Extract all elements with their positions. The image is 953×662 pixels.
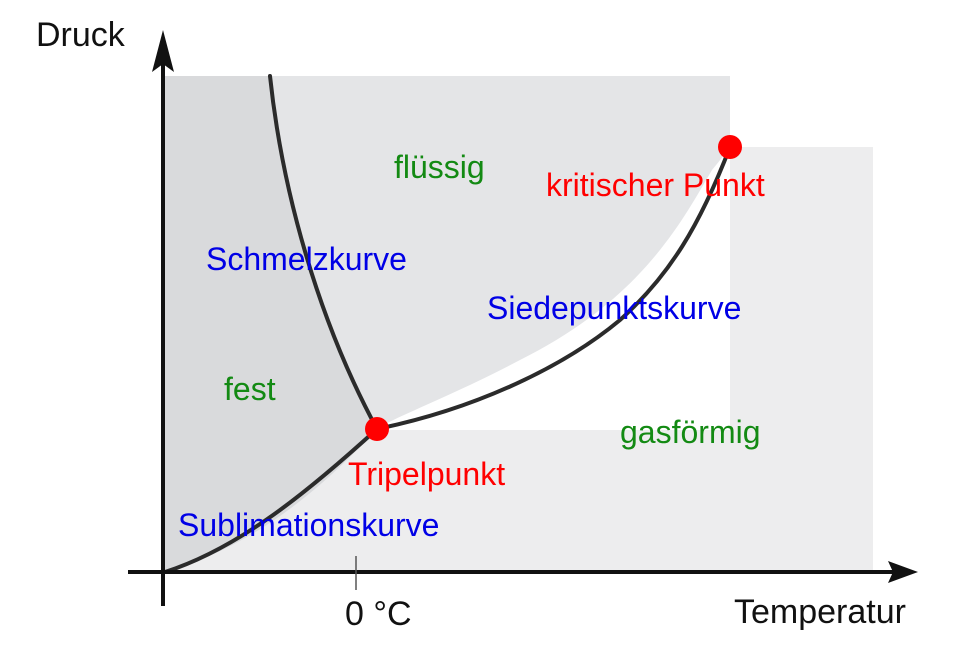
y-axis-arrow <box>152 30 174 72</box>
solid-label: fest <box>224 371 276 407</box>
boiling-curve <box>375 145 732 431</box>
x-tick-label: 0 °C <box>345 595 412 633</box>
critical-point-label: kritischer Punkt <box>546 167 765 203</box>
x-axis-label: Temperatur <box>734 593 906 631</box>
melting-curve-label: Schmelzkurve <box>206 241 407 277</box>
gas-label: gasförmig <box>620 414 761 450</box>
triple-point-marker <box>365 417 389 441</box>
melting-curve <box>268 74 379 431</box>
triple-point-label: Tripelpunkt <box>348 456 505 492</box>
sublimation-curve <box>163 427 379 574</box>
y-axis-label: Druck <box>36 16 126 54</box>
gas-region <box>165 147 873 572</box>
solid-region <box>165 76 377 572</box>
sublimation-curve-label: Sublimationskurve <box>178 507 439 543</box>
boiling-curve-label: Siedepunktskurve <box>487 290 741 326</box>
liquid-label: flüssig <box>394 149 485 185</box>
x-axis-arrow <box>888 561 918 583</box>
critical-point-marker <box>718 135 742 159</box>
